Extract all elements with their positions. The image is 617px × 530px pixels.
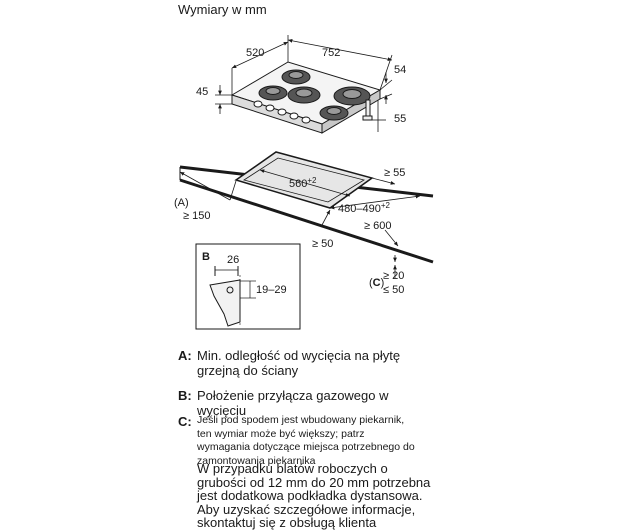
hob-height-label: 45: [196, 86, 208, 98]
detail-b-range-label: 19–29: [256, 284, 287, 296]
detail-b-box: B 26 19–29: [195, 243, 301, 330]
hob-fitting-label: 54: [394, 64, 406, 76]
thickness-min-label: ≥ 20: [383, 270, 404, 282]
page-title: Wymiary w mm: [178, 2, 267, 17]
legend-c-small-3: wymagania dotyczące miejsca potrzebnego …: [197, 441, 415, 453]
legend-c-line-1: W przypadku blatów roboczych o: [197, 461, 388, 476]
min-front-label: ≥ 50: [312, 238, 333, 250]
legend-a-line-1: Min. odległość od wycięcia na płytę: [197, 348, 401, 363]
burner-icon: [333, 86, 371, 106]
legend-a: A: Min. odległość od wycięcia na płytę g…: [178, 348, 598, 378]
marker-c: (C): [369, 277, 384, 289]
cutout-width-label: 560+2: [289, 176, 317, 190]
legend-a-line-2: grzejną do ściany: [197, 363, 299, 378]
burner-icon: [287, 86, 321, 104]
legend-b: B: Położenie przyłącza gazowego w wycięc…: [178, 388, 598, 418]
hob-dimension-lines: [215, 35, 393, 132]
legend-a-key: A:: [178, 348, 192, 363]
legend-c-line-2: grubości od 12 mm do 20 mm potrzebna: [197, 474, 431, 490]
min-side-label: ≥ 150: [183, 210, 210, 222]
legend-b-key: B:: [178, 388, 192, 403]
detail-b-letter: B: [202, 251, 210, 263]
legend-c-small-2: ten wymiar może być większy; patrz: [197, 427, 365, 440]
legend-a-text: Min. odległość od wycięcia na płytę grze…: [197, 348, 400, 378]
hob-depth-below-label: 55: [394, 113, 406, 125]
legend-c-note: Jeśli pod spodem jest wbudowany piekarni…: [197, 414, 415, 468]
cutout-depth-label: 480–490+2: [338, 201, 391, 215]
min-back-label: ≥ 55: [384, 167, 405, 179]
hob-width-label: 752: [322, 47, 340, 59]
installation-diagram: 520 752 45 54 55 560+2 480–490+2 ≥ 55 (A…: [174, 35, 434, 330]
burner-icon: [258, 85, 288, 101]
min-worktop-depth-label: ≥ 600: [364, 220, 391, 232]
legend-c-line-5: skontaktuj się z obsługą klienta: [197, 515, 377, 530]
legend-b-line-2: wycięciu: [197, 403, 247, 418]
legend-c-key: C:: [178, 414, 192, 429]
burner-icon: [281, 69, 311, 85]
legend-c-small-4: zamontowania piekarnika: [197, 454, 316, 467]
gas-connector-detail: [209, 266, 256, 327]
cutout-dimension-lines: [179, 169, 421, 278]
hob-drawing: [230, 61, 382, 134]
legend-c-small-1: Jeśli pod spodem jest wbudowany piekarni…: [197, 414, 405, 426]
hob-depth-label: 520: [246, 47, 264, 59]
thickness-max-label: ≤ 50: [383, 284, 404, 296]
burner-icon: [319, 105, 349, 121]
legend-b-line-1: Położenie przyłącza gazowego w: [197, 388, 389, 403]
legend-c: C: Jeśli pod spodem jest wbudowany pieka…: [178, 414, 608, 530]
marker-a: (A): [174, 197, 189, 209]
legend-c-line-3: jest dodatkowa podkładka dystansowa.: [197, 488, 423, 503]
legend-c-text: W przypadku blatów roboczych o grubości …: [197, 462, 430, 530]
detail-b-offset-label: 26: [227, 254, 239, 266]
legend-c-line-4: Aby uzyskać szczegółowe informacje,: [197, 501, 416, 517]
legend-b-text: Położenie przyłącza gazowego w wycięciu: [197, 388, 389, 418]
